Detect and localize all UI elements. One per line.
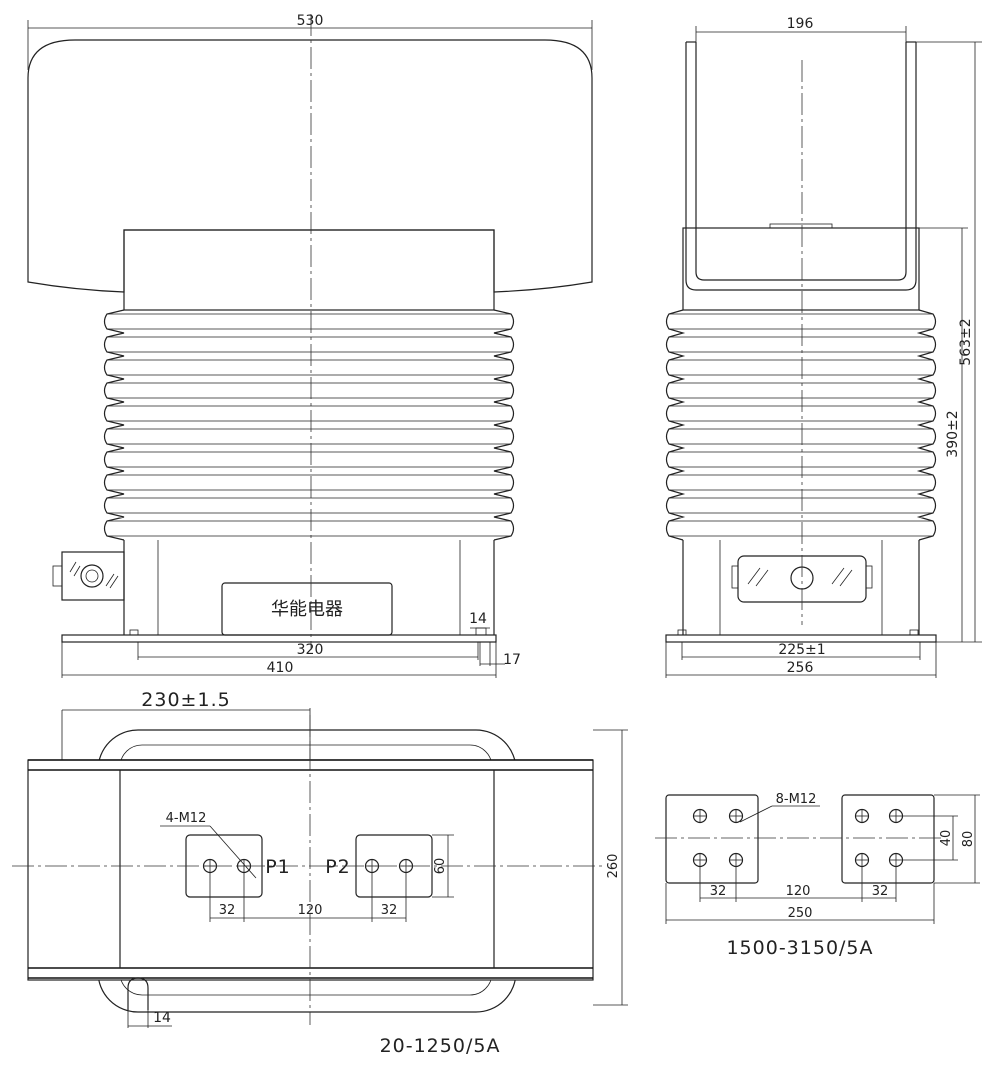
dim-detail-120-label: 120 <box>786 884 811 899</box>
bolt-hole <box>728 808 744 824</box>
plan-view: 230±1.5 P1 P2 4-M12 60 <box>12 689 628 1057</box>
bolt-label-4m12: 4-M12 <box>166 811 207 826</box>
bellows-profile <box>103 309 125 541</box>
bolt-leader <box>209 825 257 879</box>
bolt-hole <box>854 808 870 824</box>
dim-225-label: 225±1 <box>778 642 825 658</box>
bolt-hole <box>888 808 904 824</box>
dim-32-right-label: 32 <box>381 903 398 918</box>
front-body-block <box>123 229 495 311</box>
front-terminal-box <box>61 551 125 601</box>
detail-view: 8-M12 40 80 32 120 32 250 1500-3150/5A <box>655 792 980 959</box>
front-bellows <box>103 309 515 541</box>
side-base-plate <box>665 634 937 643</box>
side-u-bracket-outer <box>685 42 917 291</box>
terminal-p1-label: P1 <box>265 856 291 878</box>
detail-bolt-leader <box>739 805 773 823</box>
dim-320-label: 320 <box>297 642 324 658</box>
front-hood-outline <box>27 39 593 293</box>
plan-caption: 20-1250/5A <box>380 1035 501 1057</box>
front-terminal-hole <box>80 564 104 588</box>
front-view: 530 华能电器 320 410 <box>27 13 593 678</box>
dim-120-label: 120 <box>298 903 323 918</box>
plan-frame <box>27 759 594 981</box>
dim-530-label: 530 <box>297 13 324 29</box>
dim-250-label: 250 <box>788 906 813 921</box>
detail-pad-left <box>665 794 759 884</box>
side-body-block <box>682 227 920 311</box>
side-view: 196 225±1 256 563±2 <box>665 16 982 678</box>
nameplate-text: 华能电器 <box>271 599 343 620</box>
front-base-plate <box>61 634 497 643</box>
bellows-profile <box>916 309 937 541</box>
dim-14-plan-label: 14 <box>153 1010 171 1026</box>
side-bellows <box>665 309 937 541</box>
bolt-label-8m12: 8-M12 <box>776 792 817 807</box>
dim-detail-32-left-label: 32 <box>710 884 727 899</box>
detail-caption: 1500-3150/5A <box>726 937 873 959</box>
dim-390-label: 390±2 <box>945 410 961 457</box>
dim-32-left-label: 32 <box>219 903 236 918</box>
bolt-hole <box>692 808 708 824</box>
dim-256-label: 256 <box>787 660 814 676</box>
dim-563-label: 563±2 <box>958 318 974 365</box>
dim-410-label: 410 <box>267 660 294 676</box>
bellows-profile <box>665 309 686 541</box>
bolt-hole <box>692 852 708 868</box>
dim-14-label: 14 <box>469 611 487 627</box>
bolt-hole <box>888 852 904 868</box>
dim-detail-32-right-label: 32 <box>872 884 889 899</box>
bolt-hole <box>728 852 744 868</box>
bellows-profile <box>493 309 515 541</box>
dim-230-label: 230±1.5 <box>141 689 230 711</box>
dim-196-label: 196 <box>787 16 814 32</box>
detail-pad-right <box>841 794 935 884</box>
bolt-hole <box>854 852 870 868</box>
dim-260-label: 260 <box>606 854 621 879</box>
dim-80-label: 80 <box>961 831 976 848</box>
plan-bottom-ear <box>127 977 149 1010</box>
dim-40-label: 40 <box>939 830 954 847</box>
dim-60-label: 60 <box>433 858 448 875</box>
terminal-p2-label: P2 <box>325 856 351 878</box>
dim-17-label: 17 <box>503 652 521 668</box>
